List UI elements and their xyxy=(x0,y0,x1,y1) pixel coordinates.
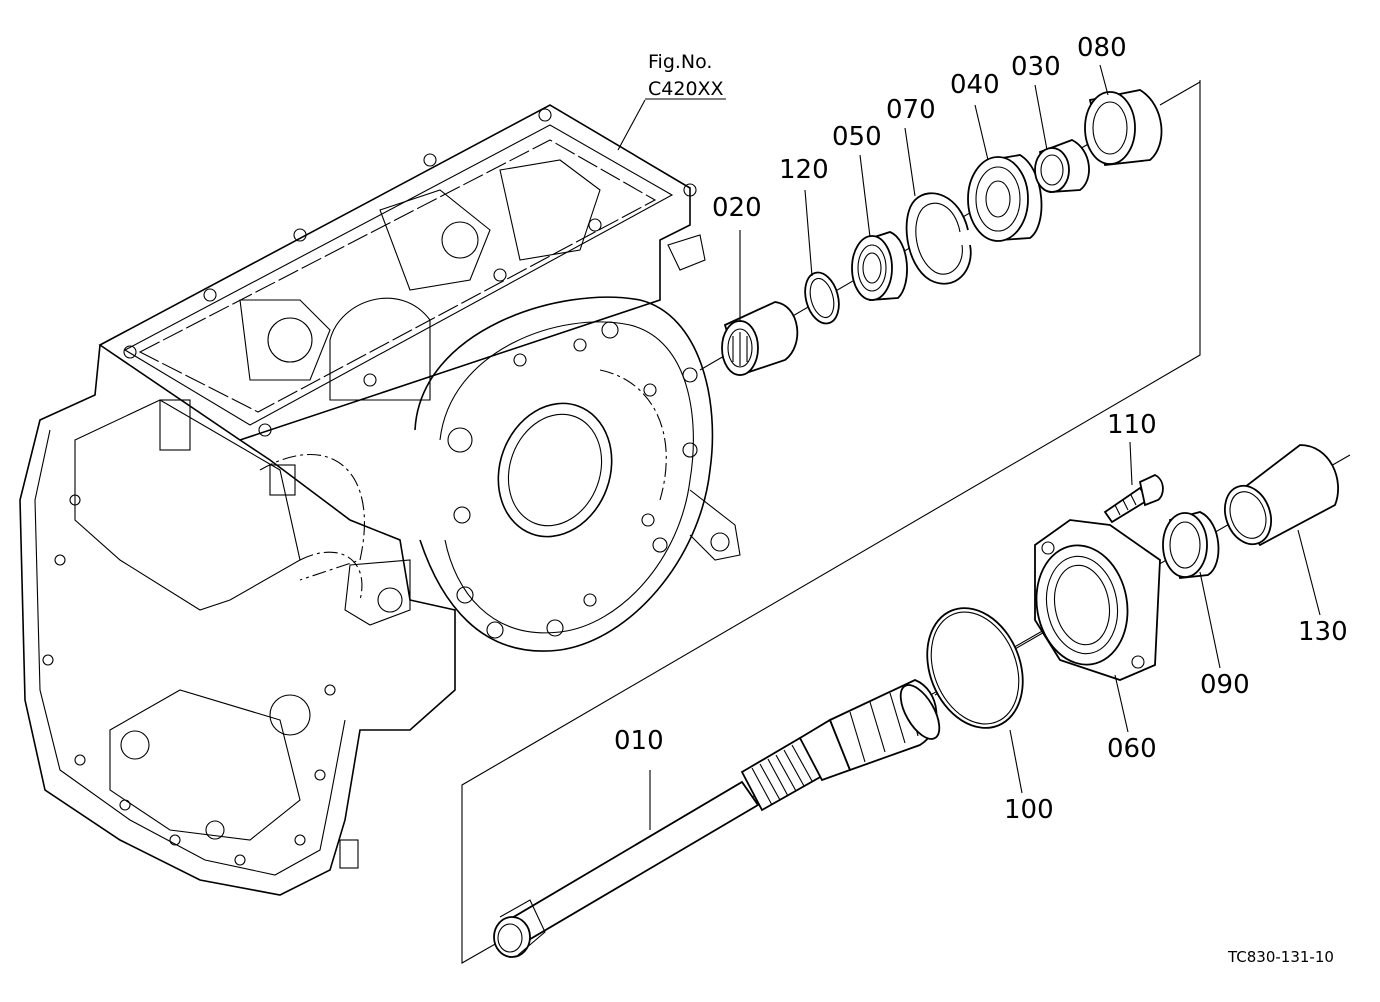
leader-lines xyxy=(617,64,1321,830)
part-130-sleeve xyxy=(1224,444,1339,547)
fig-code: C420XX xyxy=(648,78,724,100)
part-100-o-ring xyxy=(926,607,1024,729)
assembly-axis-lines xyxy=(461,80,1351,964)
figure-reference: Fig.No. C420XX xyxy=(645,51,726,100)
label-030[interactable]: 030 xyxy=(1011,52,1061,82)
part-050-oil-seal xyxy=(851,231,908,301)
label-080[interactable]: 080 xyxy=(1077,33,1127,63)
part-120-snap-ring xyxy=(804,271,840,325)
label-110[interactable]: 110 xyxy=(1107,410,1157,440)
label-060[interactable]: 060 xyxy=(1107,734,1157,764)
label-120[interactable]: 120 xyxy=(779,155,829,185)
label-040[interactable]: 040 xyxy=(950,70,1000,100)
part-080-bearing xyxy=(1084,89,1163,166)
part-labels: 010 020 030 040 050 060 070 080 090 100 … xyxy=(614,33,1348,825)
part-030-collar xyxy=(1034,139,1090,193)
drawing-code: TC830-131-10 xyxy=(1227,948,1334,966)
part-040-ball-bearing xyxy=(967,154,1043,242)
label-100[interactable]: 100 xyxy=(1004,795,1054,825)
label-050[interactable]: 050 xyxy=(832,122,882,152)
transmission-housing xyxy=(19,104,741,896)
part-020-needle-bearing xyxy=(721,301,799,377)
label-070[interactable]: 070 xyxy=(886,95,936,125)
label-090[interactable]: 090 xyxy=(1200,670,1250,700)
part-070-circlip xyxy=(905,192,972,285)
part-090-seal xyxy=(1162,511,1220,579)
label-010[interactable]: 010 xyxy=(614,726,664,756)
label-020[interactable]: 020 xyxy=(712,193,762,223)
part-110-bolt xyxy=(1103,474,1164,524)
part-010-shaft xyxy=(493,679,941,958)
fig-label: Fig.No. xyxy=(648,51,712,73)
label-130[interactable]: 130 xyxy=(1298,617,1348,647)
part-060-flange-housing xyxy=(1034,519,1161,681)
